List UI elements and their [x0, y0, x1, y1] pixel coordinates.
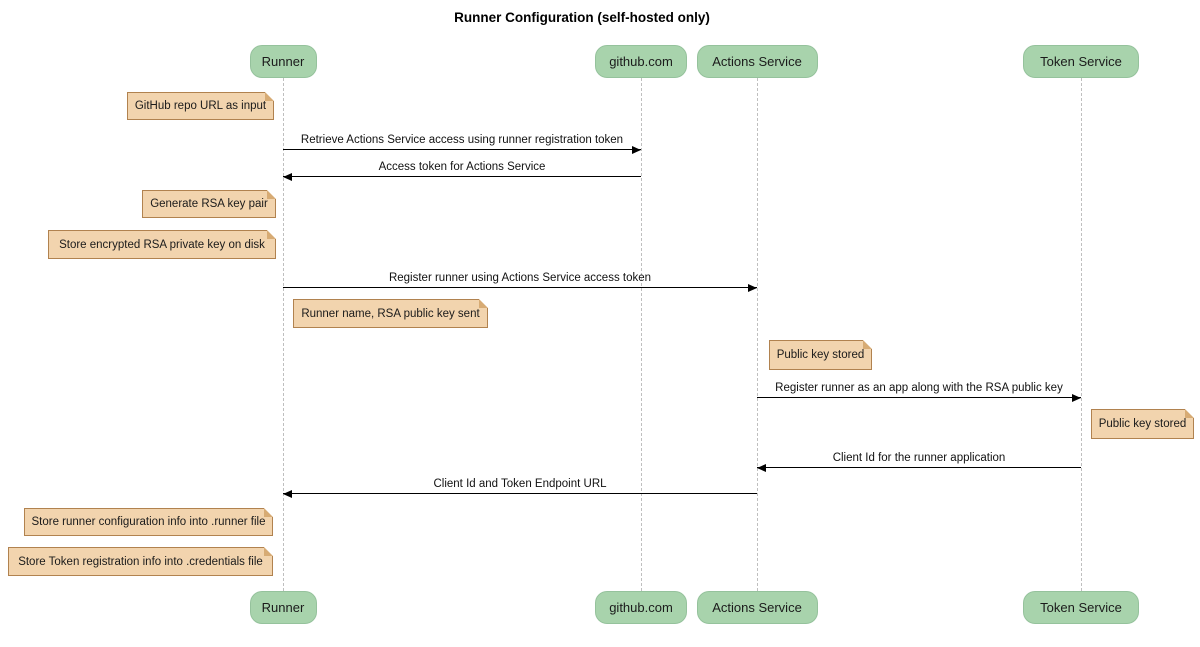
arrowhead-icon [757, 463, 766, 472]
message-label: Register runner using Actions Service ac… [388, 272, 652, 284]
message-arrow-line [283, 287, 757, 288]
participant-actions-bottom: Actions Service [696, 591, 818, 624]
note-text: Public key stored [776, 349, 865, 361]
participant-label: Token Service [1040, 54, 1122, 69]
participant-github-bottom: github.com [595, 591, 687, 624]
arrowhead-icon [283, 172, 292, 181]
participant-github-top: github.com [595, 45, 687, 78]
participant-token-top: Token Service [1023, 45, 1139, 78]
lifeline-runner [283, 78, 284, 591]
message-arrow-line [283, 493, 757, 494]
message-label: Client Id for the runner application [832, 452, 1006, 464]
note-text: Store runner configuration info into .ru… [31, 516, 266, 528]
note-text: Runner name, RSA public key sent [301, 307, 480, 320]
message-arrow-line [283, 176, 641, 177]
participant-label: Runner [261, 54, 305, 69]
note-text: Public key stored [1098, 418, 1187, 430]
note-2: Store encrypted RSA private key on disk [48, 230, 276, 259]
note-6: Store runner configuration info into .ru… [24, 508, 273, 536]
participant-label: Token Service [1040, 600, 1122, 615]
note-4: Public key stored [769, 340, 872, 370]
message-label: Access token for Actions Service [378, 161, 546, 173]
lifeline-actions [757, 78, 758, 591]
lifeline-token [1081, 78, 1082, 591]
message-label: Client Id and Token Endpoint URL [433, 478, 607, 490]
note-text: GitHub repo URL as input [134, 100, 267, 112]
note-1: Generate RSA key pair [142, 190, 276, 218]
participant-label: Runner [261, 600, 305, 615]
note-5: Public key stored [1091, 409, 1194, 439]
participant-label: Actions Service [712, 600, 802, 615]
arrowhead-icon [632, 145, 641, 154]
participant-label: Actions Service [712, 54, 802, 69]
arrowhead-icon [283, 489, 292, 498]
diagram-title: Runner Configuration (self-hosted only) [454, 10, 710, 25]
message-arrow-line [757, 397, 1081, 398]
note-text: Store Token registration info into .cred… [18, 555, 263, 568]
participant-token-bottom: Token Service [1023, 591, 1139, 624]
participant-label: github.com [609, 54, 673, 69]
lifeline-github [641, 78, 642, 591]
arrowhead-icon [748, 283, 757, 292]
message-arrow-line [757, 467, 1081, 468]
message-label: Retrieve Actions Service access using ru… [300, 134, 624, 146]
message-arrow-line [283, 149, 641, 150]
note-text: Store encrypted RSA private key on disk [59, 238, 265, 251]
note-7: Store Token registration info into .cred… [8, 547, 273, 576]
participant-label: github.com [609, 600, 673, 615]
participant-actions-top: Actions Service [696, 45, 818, 78]
arrowhead-icon [1072, 393, 1081, 402]
message-label: Register runner as an app along with the… [775, 382, 1063, 394]
participant-runner-top: Runner [249, 45, 317, 78]
note-text: Generate RSA key pair [150, 198, 268, 210]
participant-runner-bottom: Runner [249, 591, 317, 624]
note-0: GitHub repo URL as input [127, 92, 274, 120]
note-3: Runner name, RSA public key sent [293, 299, 488, 328]
